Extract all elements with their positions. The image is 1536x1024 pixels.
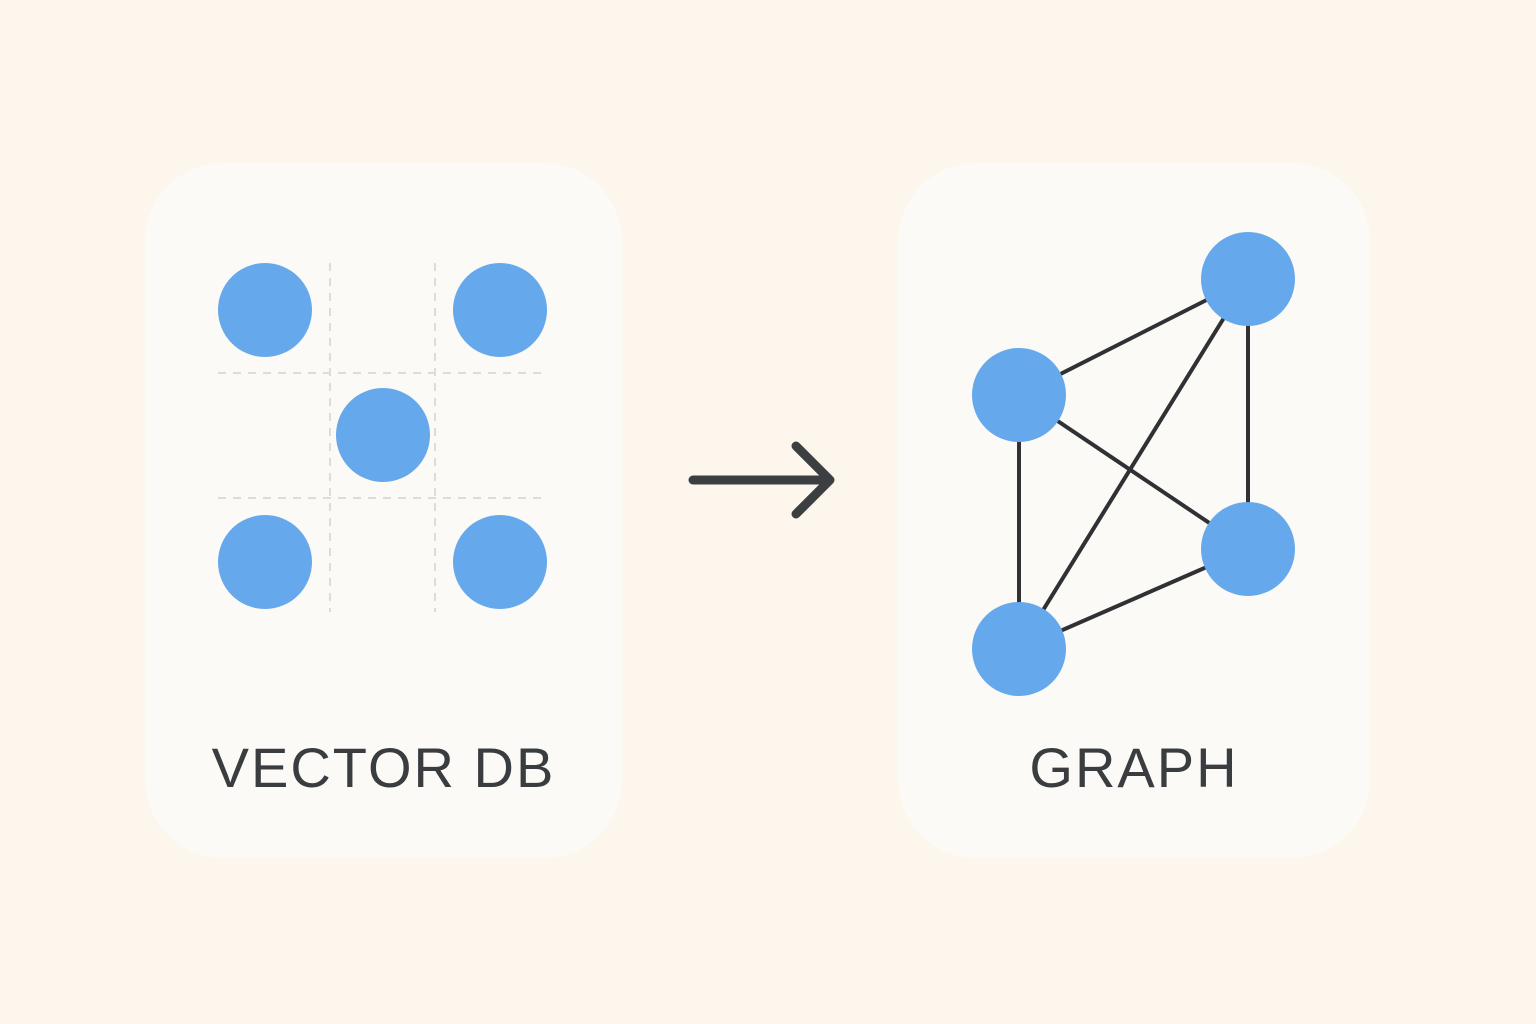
graph-node (1201, 502, 1295, 596)
graph-nodes (972, 232, 1295, 696)
graph-edges (1017, 277, 1250, 651)
graph-node (972, 348, 1066, 442)
vector-db-card (145, 163, 622, 858)
vector-point (218, 263, 312, 357)
right-arrow-icon (688, 441, 835, 519)
graph-node (1201, 232, 1295, 326)
vector-db-label: VECTOR DB (211, 736, 556, 799)
vector-point (218, 515, 312, 609)
graph-node (972, 602, 1066, 696)
vector-points (218, 263, 547, 609)
vector-point (453, 515, 547, 609)
vector-grid (218, 263, 548, 612)
graph-label: GRAPH (1029, 736, 1239, 799)
vector-point (336, 388, 430, 482)
graph-edge (1017, 277, 1250, 651)
vector-point (453, 263, 547, 357)
